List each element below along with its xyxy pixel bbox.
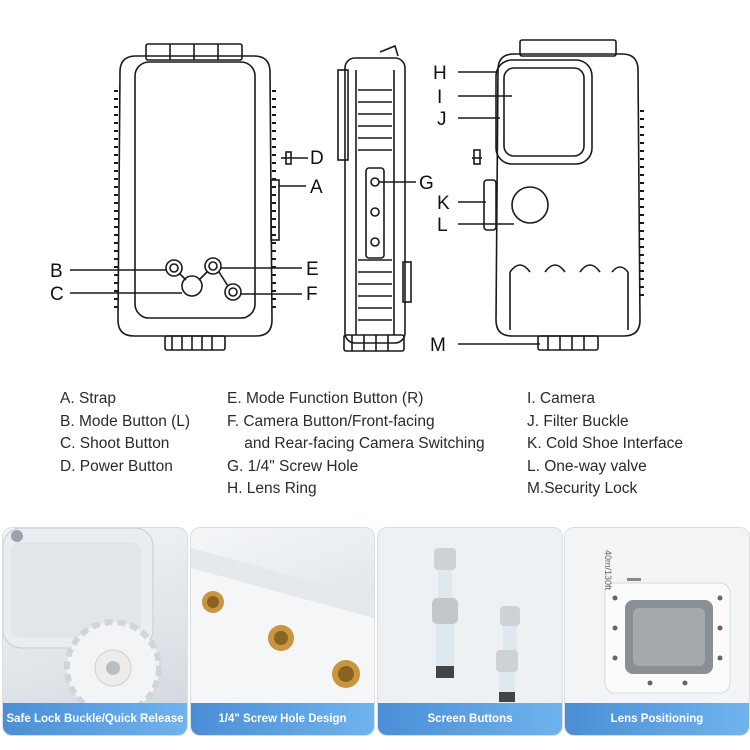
- caption-safe-lock: Safe Lock Buckle/Quick Release: [3, 703, 187, 735]
- caption-screw-hole: 1/4" Screw Hole Design: [191, 703, 374, 735]
- callout-d: D: [310, 148, 324, 169]
- legend-item: C. Shoot Button: [60, 435, 170, 452]
- legend-item: B. Mode Button (L): [60, 412, 191, 430]
- screen-button: [496, 650, 518, 702]
- caption-lens-positioning: Lens Positioning: [565, 703, 749, 735]
- callout-b: B: [50, 261, 63, 282]
- leader-lines: [70, 71, 540, 345]
- depth-engraving: 40m/130ft: [603, 550, 613, 591]
- callout-c: C: [50, 284, 64, 305]
- brass-insert: [268, 625, 294, 651]
- brass-insert: [332, 660, 360, 688]
- callout-k: K: [437, 193, 450, 214]
- front-view: [114, 43, 292, 351]
- legend-col3: I. Camera J. Filter Buckle K. Cold Shoe …: [527, 388, 683, 501]
- housing-diagram: D A B C E F G H I J K L M: [50, 39, 644, 356]
- legend-item: L. One-way valve: [527, 457, 647, 475]
- photo-screen-buttons: Screen Buttons: [377, 527, 563, 736]
- photo-safe-lock: Safe Lock Buckle/Quick Release: [2, 527, 188, 736]
- caption-screen-buttons: Screen Buttons: [378, 703, 562, 735]
- safe-lock-illustration: [3, 528, 162, 717]
- legend-item: J. Filter Buckle: [527, 412, 629, 430]
- legend-col2: E. Mode Function Button (R) F. Camera Bu…: [227, 388, 485, 501]
- screw-hole-illustration: [191, 548, 374, 703]
- back-view: [472, 39, 644, 351]
- legend-item: K. Cold Shoe Interface: [527, 435, 683, 452]
- legend-item: H. Lens Ring: [227, 480, 317, 497]
- legend-item: A. Strap: [60, 390, 116, 407]
- screen-button: [432, 598, 458, 678]
- side-view: [337, 44, 412, 352]
- callout-j: J: [437, 109, 447, 130]
- callout-i: I: [437, 87, 442, 108]
- legend-item: G. 1/4" Screw Hole: [227, 457, 359, 475]
- legend-col1: A. Strap B. Mode Button (L) C. Shoot But…: [60, 388, 190, 478]
- callout-g: G: [419, 173, 434, 194]
- legend-item: E. Mode Function Button (R): [227, 390, 424, 407]
- callout-f: F: [306, 284, 318, 305]
- callout-h: H: [433, 63, 447, 84]
- legend-item: I. Camera: [527, 390, 596, 407]
- brass-insert: [202, 591, 224, 613]
- callout-l: L: [437, 215, 448, 236]
- photo-screw-hole: 1/4" Screw Hole Design: [190, 527, 375, 736]
- screen-buttons-illustration: [378, 528, 562, 703]
- legend-item: F. Camera Button/Front-facing: [227, 412, 435, 430]
- legend-item: and Rear-facing Camera Switching: [227, 435, 485, 452]
- photo-lens-positioning: 40m/130ft Lens Positioning: [564, 527, 750, 736]
- legend-item: D. Power Button: [60, 457, 173, 475]
- callout-e: E: [306, 259, 319, 280]
- lens-positioning-illustration: 40m/130ft: [565, 528, 749, 703]
- callout-m: M: [430, 335, 446, 356]
- callout-a: A: [310, 177, 323, 198]
- legend-item: M.Security Lock: [527, 480, 638, 497]
